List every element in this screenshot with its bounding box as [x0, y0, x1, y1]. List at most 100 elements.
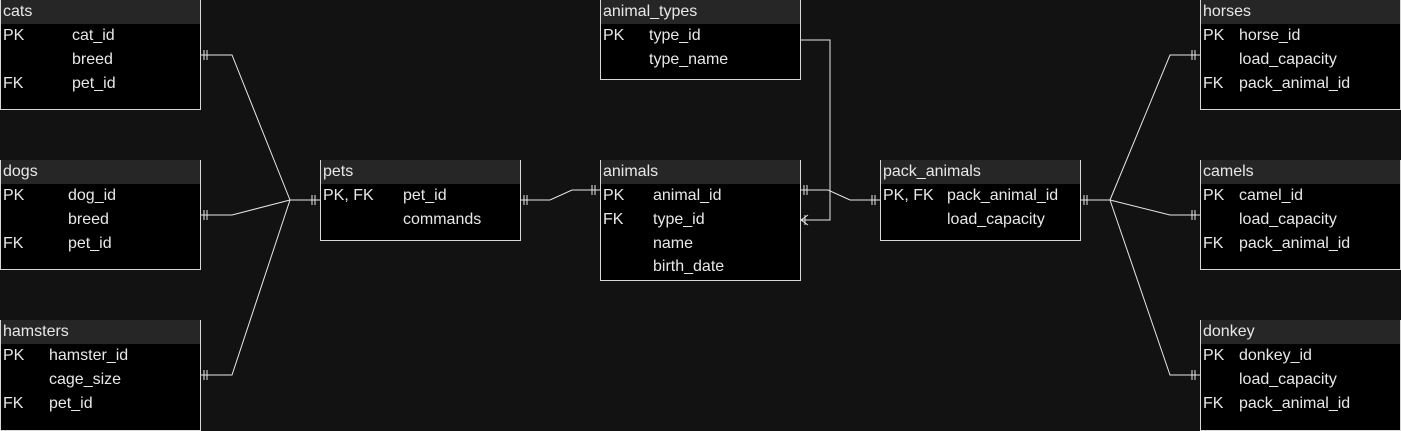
row-key: FK [3, 235, 24, 252]
row-key: PK [1203, 347, 1225, 364]
table-row: PK donkey_id [1201, 344, 1400, 368]
row-key: PK [3, 27, 25, 44]
table-row: FK pet_id [1, 392, 200, 416]
table-row: PK animal_id [601, 184, 800, 208]
table-row: commands [321, 208, 520, 232]
table-row: PK camel_id [1201, 184, 1400, 208]
table-title: pets [321, 160, 520, 184]
row-field-name: horse_id [1239, 27, 1301, 44]
row-field-name: pack_animal_id [947, 187, 1059, 204]
table-row: birth_date [601, 256, 800, 277]
table-title: hamsters [1, 320, 200, 344]
row-field-name: pack_animal_id [1239, 75, 1351, 92]
table-title: horses [1201, 0, 1400, 24]
row-field-name: pet_id [403, 187, 447, 204]
link-animal-types-animals [801, 39, 831, 221]
row-field-name: donkey_id [1239, 347, 1312, 364]
row-key: FK [1203, 395, 1224, 412]
table-row: PK dog_id [1, 184, 200, 208]
row-key: PK [1203, 187, 1225, 204]
row-field-name: dog_id [68, 187, 117, 204]
row-field-name: cage_size [49, 371, 122, 388]
table-title: camels [1201, 160, 1400, 184]
table-row: load_capacity [881, 208, 1080, 232]
row-key: FK [603, 211, 624, 228]
row-field-name: pet_id [49, 395, 93, 412]
link-pack-animals-donkey [1109, 199, 1200, 376]
row-field-name: pack_animal_id [1239, 235, 1351, 252]
link-dogs-pets [201, 199, 291, 216]
row-field-name: commands [403, 211, 482, 228]
table-row: PK cat_id [1, 24, 200, 48]
row-field-name: pet_id [72, 75, 116, 92]
table-row: FK type_id [601, 208, 800, 232]
link-hamsters-pets [201, 199, 291, 376]
table-row: load_capacity [1201, 368, 1400, 392]
table-row: FK pet_id [1, 232, 200, 256]
row-field-name: breed [72, 51, 113, 68]
row-key: FK [3, 395, 24, 412]
table-title: donkey [1201, 320, 1400, 344]
table-row: name [601, 232, 800, 256]
row-field-name: pack_animal_id [1239, 395, 1351, 412]
link-animals-pack-animals [801, 189, 880, 201]
row-field-name: load_capacity [1239, 371, 1337, 388]
table-row: FK pack_animal_id [1201, 72, 1400, 96]
row-field-name: animal_id [653, 187, 722, 204]
row-key: PK [603, 27, 625, 44]
row-key: FK [3, 75, 24, 92]
row-field-name: load_capacity [1239, 211, 1337, 228]
row-key: PK, FK [883, 187, 934, 204]
table-row: FK pack_animal_id [1201, 232, 1400, 256]
table-row: type_name [601, 48, 800, 72]
row-field-name: birth_date [653, 258, 725, 275]
row-field-name: load_capacity [947, 211, 1045, 228]
row-field-name: type_id [649, 27, 701, 44]
row-field-name: breed [68, 211, 109, 228]
row-field-name: hamster_id [49, 347, 129, 364]
table-row: PK, FK pack_animal_id [881, 184, 1080, 208]
link-pets-animals [521, 189, 600, 201]
table-row: FK pet_id [1, 72, 200, 96]
row-field-name: camel_id [1239, 187, 1304, 204]
table-title: pack_animals [881, 160, 1080, 184]
row-field-name: type_name [649, 51, 729, 68]
table-row: cage_size [1, 368, 200, 392]
row-field-name: pet_id [68, 235, 112, 252]
row-key: FK [1203, 235, 1224, 252]
row-key: PK [3, 347, 25, 364]
table-row: breed [1, 48, 200, 72]
table-row: FK pack_animal_id [1201, 392, 1400, 416]
table-row: breed [1, 208, 200, 232]
row-field-name: type_id [653, 211, 705, 228]
row-key: PK [603, 187, 625, 204]
table-title: cats [1, 0, 200, 24]
link-cats-pets [201, 54, 291, 201]
row-key: PK [3, 187, 25, 204]
table-row: load_capacity [1201, 48, 1400, 72]
table-title: animal_types [601, 0, 800, 24]
link-pack-animals-horses [1109, 54, 1200, 201]
row-field-name: name [653, 235, 694, 252]
table-title: dogs [1, 160, 200, 184]
table-title: animals [601, 160, 800, 184]
link-pack-animals-camels [1109, 199, 1200, 216]
row-key: FK [1203, 75, 1224, 92]
table-row: PK hamster_id [1, 344, 200, 368]
table-row: load_capacity [1201, 208, 1400, 232]
row-field-name: cat_id [72, 27, 115, 44]
